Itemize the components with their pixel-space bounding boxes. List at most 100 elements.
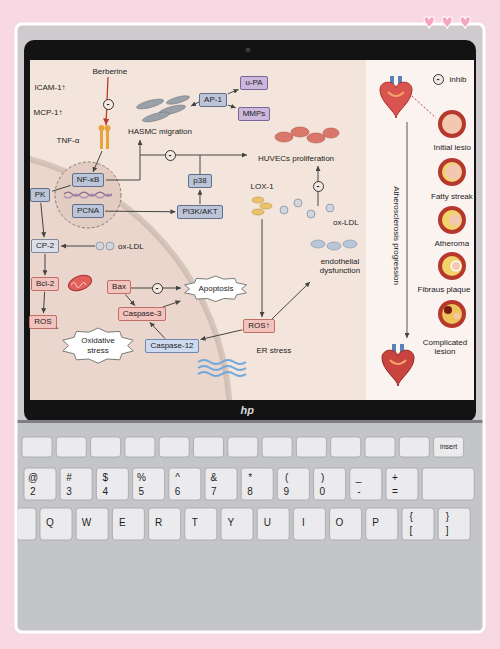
pathway-label: TNF-α bbox=[57, 136, 80, 145]
node-text: PI3K/AKT bbox=[182, 207, 217, 217]
key-label: Y bbox=[228, 517, 235, 529]
key-label: ^ bbox=[175, 472, 180, 484]
key-label: 9 bbox=[283, 486, 289, 498]
pathway-label: ICAM-1↑ bbox=[35, 83, 66, 92]
pathway-label: Berberine bbox=[93, 67, 128, 76]
key-label: 3 bbox=[66, 486, 72, 498]
pathway-label: Complicated lesion bbox=[418, 338, 472, 356]
pathway-arrow bbox=[150, 322, 165, 338]
apoptosis-box: ROS bbox=[29, 315, 56, 329]
key-label: { bbox=[410, 511, 413, 523]
receptor bbox=[99, 125, 111, 149]
key-label: 2 bbox=[30, 486, 36, 498]
pathway-arrow bbox=[41, 203, 44, 237]
node-text: NF-κB bbox=[77, 175, 100, 185]
node-text: p38 bbox=[193, 176, 206, 186]
pathway-line bbox=[106, 140, 140, 180]
key-label: [ bbox=[410, 525, 413, 537]
protease-box: u-PA bbox=[240, 76, 267, 90]
outcome-star: Apoptosis bbox=[182, 275, 249, 303]
pathway-label: MCP-1↑ bbox=[34, 108, 63, 117]
pathway-label: ER stress bbox=[257, 346, 292, 355]
heart bbox=[380, 76, 412, 118]
pathway-line bbox=[262, 219, 263, 317]
node-text: Caspase-12 bbox=[150, 341, 193, 351]
node-text: Oxidative stress bbox=[76, 336, 120, 355]
key-label: * bbox=[248, 472, 252, 484]
leader-line bbox=[412, 96, 436, 118]
pathway-arrow bbox=[57, 328, 59, 329]
node-text: Bcl-2 bbox=[36, 279, 54, 289]
pathway-label: inhib bbox=[450, 75, 467, 84]
key-label: insert bbox=[440, 443, 457, 451]
screen bbox=[30, 60, 474, 400]
dna bbox=[64, 194, 112, 198]
node-text: Caspase-3 bbox=[123, 309, 162, 319]
key-label: ) bbox=[321, 472, 324, 484]
key-label: ] bbox=[446, 525, 449, 537]
key-label: = bbox=[392, 486, 398, 498]
ox-ldl-particles bbox=[96, 199, 334, 250]
axis-label: Atherosclerosis progression bbox=[391, 186, 400, 285]
key-label: % bbox=[137, 472, 146, 484]
pathway-arrow bbox=[125, 295, 134, 306]
pathway-arrow bbox=[52, 185, 70, 191]
brand-logo: hp bbox=[241, 404, 254, 417]
node-text: ROS↑ bbox=[248, 321, 269, 331]
pathway-arrow bbox=[199, 190, 200, 204]
node-text: CP-2 bbox=[36, 241, 54, 251]
signal-box: PK bbox=[30, 188, 51, 202]
frame-hearts bbox=[424, 17, 470, 29]
keyboard-deck bbox=[17, 422, 483, 631]
key-label: + bbox=[392, 472, 398, 484]
hinge bbox=[17, 420, 483, 423]
node-text: ROS bbox=[34, 317, 51, 327]
signal-box: PCNA bbox=[72, 204, 104, 218]
inhibition-symbol: - bbox=[103, 99, 114, 110]
mitochondrion bbox=[66, 272, 93, 293]
key-label: ( bbox=[285, 472, 288, 484]
apoptosis-box: Bax bbox=[107, 280, 131, 294]
hasmc-cells bbox=[136, 94, 191, 124]
pathway-label: Fibraus plaque bbox=[418, 285, 471, 294]
pathway-line bbox=[200, 155, 247, 156]
key-label: } bbox=[446, 511, 449, 523]
node-text: Bax bbox=[112, 282, 126, 292]
heart bbox=[382, 344, 414, 386]
apoptosis-box: ROS↑ bbox=[243, 319, 274, 333]
key-label: _ bbox=[356, 472, 362, 484]
signal-box: NF-κB bbox=[72, 173, 105, 187]
node-text: MMPs bbox=[243, 109, 266, 119]
pathway-label: Initial lesio bbox=[434, 143, 471, 152]
key-label: 4 bbox=[102, 486, 108, 498]
endoplasmic-reticulum bbox=[198, 360, 246, 376]
inhibition-symbol: - bbox=[433, 74, 444, 85]
pathway-label: LOX-1 bbox=[251, 182, 274, 191]
apoptosis-box: Bcl-2 bbox=[31, 277, 59, 291]
pathway-line bbox=[93, 151, 102, 172]
node-text: Apoptosis bbox=[198, 284, 233, 294]
node-text: PK bbox=[35, 190, 46, 200]
key-label: - bbox=[357, 486, 360, 498]
pathway-arrow bbox=[163, 301, 180, 307]
key-label: $ bbox=[102, 472, 108, 484]
pathway-label: endothelial dysfunction bbox=[313, 257, 367, 275]
inhibition-symbol: - bbox=[165, 150, 176, 161]
signal-box: p38 bbox=[188, 174, 211, 188]
inhibition-symbol: - bbox=[152, 283, 163, 294]
camera bbox=[246, 48, 251, 53]
signal-box: PI3K/AKT bbox=[177, 205, 222, 219]
key-label: E bbox=[119, 517, 126, 529]
key-label: @ bbox=[28, 472, 38, 484]
frame-border bbox=[16, 24, 484, 632]
endothelial-cells bbox=[311, 240, 357, 250]
pathway-line bbox=[191, 102, 199, 106]
key-label: & bbox=[211, 472, 218, 484]
node-text: AP-1 bbox=[204, 95, 222, 105]
inhibition-symbol: - bbox=[313, 181, 324, 192]
protease-box: MMPs bbox=[238, 107, 271, 121]
stress-box: Caspase-12 bbox=[145, 339, 198, 353]
key-label: P bbox=[372, 517, 379, 529]
apoptosis-box: Caspase-3 bbox=[118, 307, 167, 321]
key-label: 8 bbox=[247, 486, 253, 498]
